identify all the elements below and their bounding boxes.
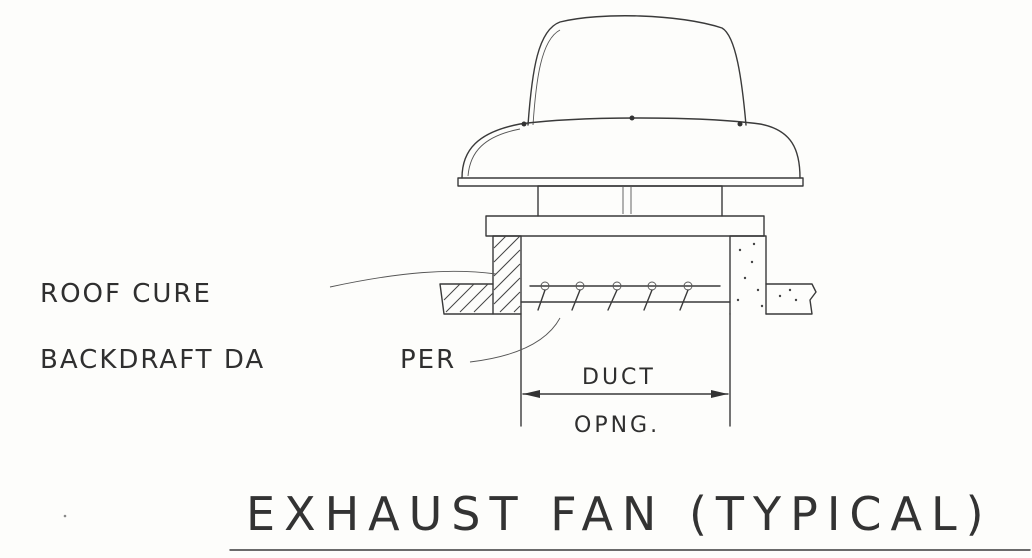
label-duct: DUCT <box>582 365 656 390</box>
hatch-left <box>443 235 521 313</box>
curb-cap <box>485 215 765 237</box>
curb-wall-right <box>729 235 767 315</box>
fan-hood-rim <box>457 177 804 187</box>
roof-deck-right <box>765 283 817 315</box>
damper-blades <box>537 281 693 311</box>
rivet <box>737 121 743 127</box>
label-backdraft-damper: BACKDRAFT DA <box>40 345 265 375</box>
concrete-stipple <box>736 242 798 308</box>
fan-hood-inner <box>467 128 521 177</box>
label-roof-curb: ROOF CURE <box>40 279 212 309</box>
rivet <box>521 121 527 127</box>
rivet <box>629 115 635 121</box>
stray-mark <box>63 514 67 518</box>
label-opening: OPNG. <box>574 413 660 438</box>
fan-dome-inner <box>532 29 561 126</box>
leader-backdraft-damper <box>469 317 561 363</box>
fan-shaft <box>622 186 632 214</box>
roof-deck-left <box>439 283 494 315</box>
leader-roof-curb <box>329 270 497 288</box>
dimension-arrow-left <box>523 390 540 398</box>
dimension-arrow-right <box>711 390 728 398</box>
label-backdraft-damper-tail: PER <box>400 345 456 375</box>
curb-wall-left <box>492 235 522 315</box>
fan-neck <box>537 185 723 217</box>
fan-hood <box>461 117 801 179</box>
drawing-title: EXHAUST FAN (TYPICAL) <box>246 487 993 541</box>
fan-dome <box>527 15 747 126</box>
